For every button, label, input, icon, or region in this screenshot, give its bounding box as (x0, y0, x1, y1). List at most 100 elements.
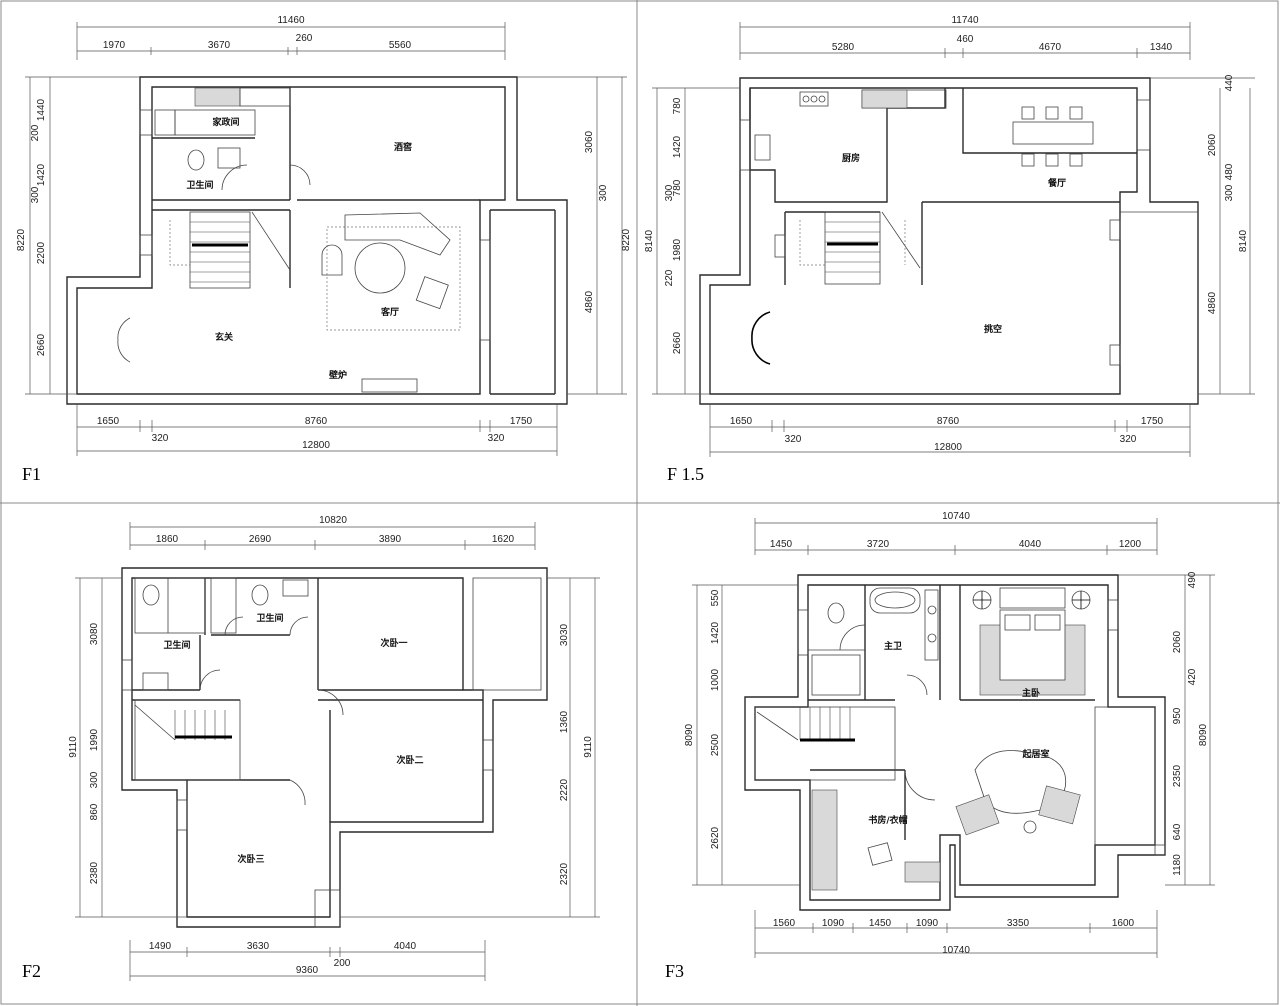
dimension-label: 3060 (584, 130, 595, 153)
f1-right-dimensions: 3060 300 4860 8220 (517, 76, 632, 395)
dimension-label: 320 (785, 434, 802, 445)
f1-room-utility: 家政间 (212, 116, 239, 128)
dimension-label: 4860 (1207, 291, 1218, 314)
dimension-label: 1490 (149, 941, 172, 952)
dimension-label: 460 (957, 34, 974, 45)
f15-bottom-dimensions: 1650 320 8760 320 1750 12800 (709, 404, 1191, 457)
dimension-label: 220 (664, 269, 675, 286)
dimension-label: 300 (30, 186, 41, 203)
f1-top-part-2: 3670 (208, 40, 231, 51)
dimension-label: 8760 (305, 416, 328, 427)
f1-top-dimensions: 11460 1970 3670 260 5560 (76, 15, 506, 60)
f3-fixtures (754, 587, 1166, 891)
dimension-label: 1600 (1112, 918, 1135, 929)
f1-room-wine-cellar: 酒窖 (394, 141, 412, 153)
f1-floor-label: F1 (22, 464, 41, 484)
f3-room-master-bedroom: 主卧 (1022, 687, 1040, 699)
f15-top-dimensions: 11740 5280 460 4670 1340 (739, 15, 1191, 60)
dimension-label: 1980 (672, 238, 683, 261)
plan-f1-5: 11740 5280 460 4670 1340 (644, 15, 1255, 484)
f3-top-dimensions: 10740 1450 3720 4040 1200 (754, 511, 1158, 555)
dimension-label: 1650 (730, 416, 753, 427)
f2-room-labels: 卫生间 卫生间 次卧一 次卧二 次卧三 (163, 612, 423, 865)
dimension-label: 3080 (89, 622, 100, 645)
f3-room-master-bath: 主卫 (884, 640, 902, 652)
f1-right-total: 8220 (621, 228, 632, 251)
dimension-label: 640 (1172, 823, 1183, 840)
dimension-label: 3630 (247, 941, 270, 952)
dimension-label: 1860 (156, 534, 179, 545)
dimension-label: 860 (89, 803, 100, 820)
f2-room-bath-2: 卫生间 (256, 612, 283, 624)
f1-room-labels: 家政间 卫生间 酒窖 客厅 玄关 壁炉 (186, 116, 412, 381)
f2-left-dimensions: 9110 3080 1990 300 860 2380 (68, 577, 187, 918)
dimension-label: 1180 (1172, 854, 1183, 876)
dimension-label: 2380 (89, 861, 100, 884)
dimension-label: 1620 (492, 534, 515, 545)
dimension-label: 1200 (1119, 539, 1142, 550)
dimension-label: 2060 (1207, 133, 1218, 156)
dimension-label: 1090 (822, 918, 845, 929)
dimension-label: 300 (664, 184, 675, 201)
dimension-label: 300 (89, 771, 100, 788)
dimension-label: 1750 (510, 416, 533, 427)
dimension-label: 3890 (379, 534, 402, 545)
dimension-label: 480 (1224, 163, 1235, 180)
f1-bottom-total: 12800 (302, 440, 330, 451)
dimension-label: 320 (488, 433, 505, 444)
dimension-label: 4040 (394, 941, 417, 952)
dimension-label: 1440 (36, 98, 47, 121)
dimension-label: 1340 (1150, 42, 1173, 53)
f1-top-part-3: 260 (296, 33, 313, 44)
f2-bottom-dimensions: 1490 3630 4040 200 9360 (129, 940, 486, 981)
dimension-label: 3720 (867, 539, 890, 550)
f15-room-dining: 餐厅 (1047, 177, 1066, 189)
f1-walls (66, 76, 568, 405)
dimension-label: 320 (152, 433, 169, 444)
f2-room-bedroom-2: 次卧二 (396, 754, 423, 766)
dimension-label: 420 (1187, 668, 1198, 685)
f3-bottom-total: 10740 (942, 945, 970, 956)
plan-f1: 11460 1970 3670 260 5560 (16, 15, 632, 484)
f3-right-dimensions: 490 2060 420 950 2350 640 1180 8090 (1118, 571, 1215, 886)
dimension-label: 200 (30, 124, 41, 141)
dimension-label: 950 (1172, 707, 1183, 724)
dimension-label: 4040 (1019, 539, 1042, 550)
f2-top-total: 10820 (319, 515, 347, 526)
dimension-label: 8760 (937, 416, 960, 427)
f2-right-total: 9110 (583, 736, 594, 758)
f1-room-foyer: 玄关 (215, 331, 233, 343)
dimension-label: 1360 (559, 710, 570, 733)
f15-bottom-total: 12800 (934, 442, 962, 453)
dimension-label: 550 (710, 589, 721, 606)
f3-left-dimensions: 8090 550 1420 1000 2500 2620 (684, 584, 800, 886)
f15-right-total: 8140 (1238, 229, 1249, 252)
f15-room-kitchen: 厨房 (842, 152, 860, 164)
dimension-label: 490 (1187, 571, 1198, 588)
dimension-label: 320 (1120, 434, 1137, 445)
f3-left-total: 8090 (684, 723, 695, 746)
dimension-label: 1000 (710, 668, 721, 691)
dimension-label: 440 (1224, 74, 1235, 91)
dimension-label: 2660 (672, 331, 683, 354)
f3-bottom-dimensions: 1560 1090 1450 1090 3350 1600 10740 (754, 910, 1158, 958)
f15-right-dimensions: 440 2060 300 480 4860 8140 (1150, 74, 1255, 395)
dimension-label: 2350 (1172, 764, 1183, 787)
plan-f3: 10740 1450 3720 4040 1200 (665, 511, 1215, 981)
dimension-label: 5280 (832, 42, 855, 53)
dimension-label: 2690 (249, 534, 272, 545)
f3-top-total: 10740 (942, 511, 970, 522)
f3-floor-label: F3 (665, 961, 684, 981)
f15-floor-label: F 1.5 (667, 464, 704, 484)
f15-top-total: 11740 (951, 15, 979, 26)
dimension-label: 300 (598, 184, 609, 201)
f2-room-bedroom-3: 次卧三 (237, 853, 264, 865)
f1-top-part-4: 5560 (389, 40, 412, 51)
dimension-label: 2060 (1172, 630, 1183, 653)
f1-top-total: 11460 (277, 15, 305, 26)
f15-room-void: 挑空 (984, 323, 1002, 335)
dimension-label: 780 (672, 97, 683, 114)
f1-room-living: 客厅 (380, 306, 399, 318)
dimension-label: 3030 (559, 623, 570, 646)
